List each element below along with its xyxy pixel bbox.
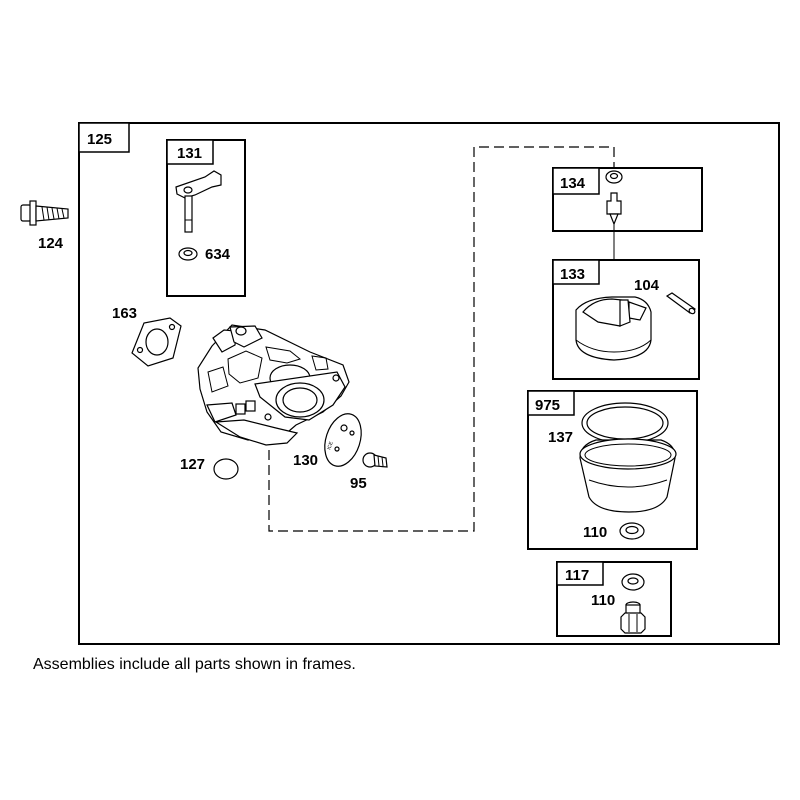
choke-shaft-part — [175, 170, 222, 233]
gasket-part — [131, 317, 182, 367]
choke-assembly-tag-box — [166, 139, 214, 165]
plug-part — [213, 458, 239, 480]
bowl-assembly-label: 975 — [535, 397, 560, 414]
bowl-nut-part — [620, 601, 646, 634]
float-pin-label: 104 — [634, 277, 660, 294]
bolt-part — [20, 200, 69, 226]
bowl-washer-label: 110 — [583, 524, 607, 541]
choke-assembly-label: 131 — [177, 145, 202, 162]
nut-assembly-frame — [556, 561, 672, 637]
assembly-connector-line — [268, 146, 615, 532]
float-part — [575, 296, 652, 361]
choke-seal-label: 634 — [205, 246, 231, 263]
bowl-assembly-frame — [527, 390, 698, 550]
needle-assembly-tag-box — [552, 167, 600, 195]
nut-assembly-label: 117 — [565, 567, 589, 584]
main-assembly-label: 125 — [87, 131, 112, 148]
bowl-assembly-tag-box — [527, 390, 575, 416]
choke-seal-part — [178, 247, 198, 261]
float-assembly-label: 133 — [560, 266, 585, 283]
inlet-needle-part — [606, 192, 622, 260]
float-assembly-tag-box — [552, 259, 600, 285]
bolt-label: 124 — [38, 235, 64, 252]
nut-washer-label: 110 — [591, 592, 615, 609]
throttle-plate-part: ICE — [324, 413, 362, 467]
needle-assembly-frame — [552, 167, 703, 232]
gasket-label: 163 — [112, 305, 137, 322]
main-assembly-frame — [78, 122, 780, 645]
carburetor-body-part — [197, 324, 350, 446]
bowl-washer-part — [619, 522, 645, 540]
bowl-gasket-label: 137 — [548, 429, 573, 446]
inlet-seat-part — [605, 170, 623, 184]
nut-washer-part — [621, 573, 645, 591]
float-pin-part — [665, 292, 697, 315]
screw-part — [362, 452, 388, 468]
screw-label: 95 — [350, 475, 367, 492]
plug-label: 127 — [180, 456, 205, 473]
nut-assembly-tag-box — [556, 561, 604, 586]
svg-text:ICE: ICE — [326, 440, 335, 451]
throttle-plate-label: 130 — [293, 452, 318, 469]
needle-assembly-label: 134 — [560, 175, 586, 192]
assembly-caption: Assemblies include all parts shown in fr… — [33, 656, 356, 673]
float-bowl-part — [579, 438, 677, 513]
main-assembly-tag-box — [78, 122, 130, 153]
float-assembly-frame — [552, 259, 700, 380]
bowl-gasket-part — [581, 402, 669, 444]
